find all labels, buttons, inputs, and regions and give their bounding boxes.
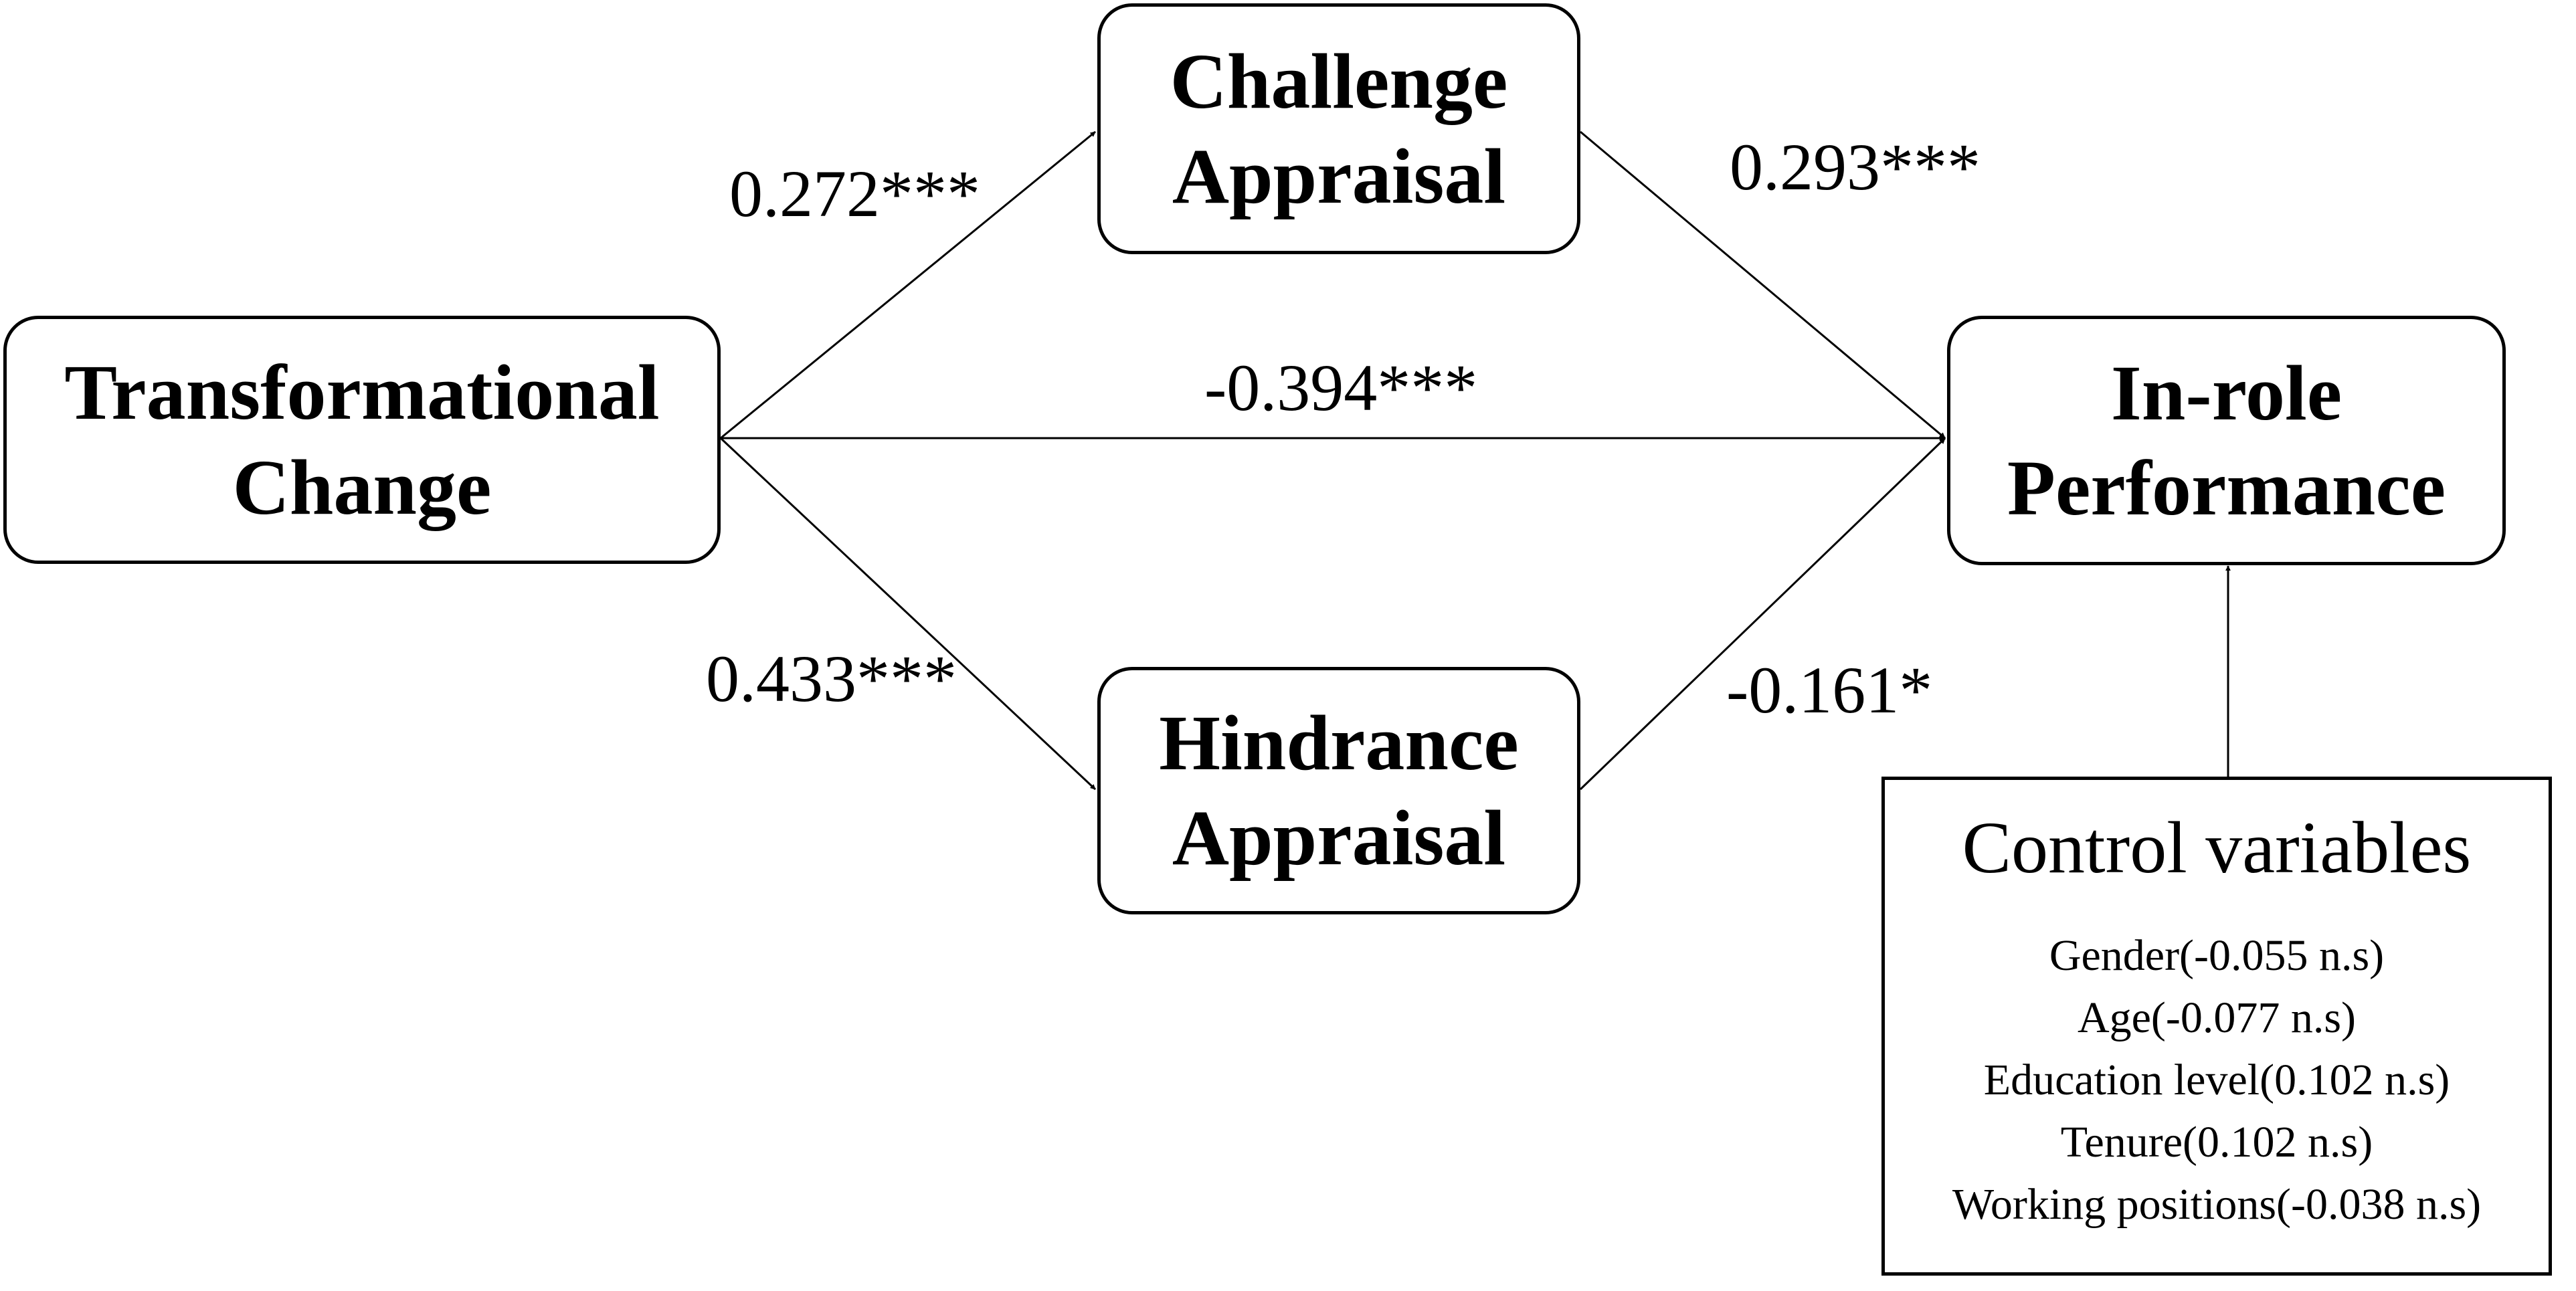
control-item: Tenure(0.102 n.s) <box>2060 1118 2373 1167</box>
coef-tc-to-performance: -0.394*** <box>1204 351 1478 425</box>
node-hindrance-appraisal-line1: Hindrance <box>1159 699 1519 787</box>
arrow-hindrance-to-performance <box>1579 437 1946 791</box>
arrow-tc-to-hindrance <box>719 437 1097 791</box>
arrow-challenge-to-performance <box>1580 130 1946 439</box>
node-in-role-performance-line2: Performance <box>2007 443 2446 532</box>
node-transformational-change: Transformational Change <box>3 316 721 564</box>
control-item: Working positions(-0.038 n.s) <box>1952 1180 2482 1229</box>
arrow-tc-to-challenge <box>720 130 1096 439</box>
node-in-role-performance: In-role Performance <box>1947 316 2506 565</box>
control-item: Education level(0.102 n.s) <box>1983 1056 2450 1104</box>
coef-tc-to-hindrance: 0.433*** <box>706 641 957 716</box>
control-variables-list: Gender(-0.055 n.s) Age(-0.077 n.s) Educa… <box>1885 924 2549 1235</box>
node-challenge-appraisal-line1: Challenge <box>1170 37 1508 125</box>
node-transformational-change-line1: Transformational <box>64 348 660 436</box>
control-item: Gender(-0.055 n.s) <box>2049 931 2385 980</box>
control-item: Age(-0.077 n.s) <box>2077 993 2357 1042</box>
coef-challenge-to-performance: 0.293*** <box>1730 130 1981 204</box>
coef-hindrance-to-performance: -0.161* <box>1726 653 1933 727</box>
control-variables-box: Control variables Gender(-0.055 n.s) Age… <box>1881 777 2552 1276</box>
coef-tc-to-challenge: 0.272*** <box>729 157 980 231</box>
node-hindrance-appraisal-line2: Appraisal <box>1172 794 1506 882</box>
control-variables-title: Control variables <box>1962 807 2472 888</box>
node-challenge-appraisal-line2: Appraisal <box>1172 132 1506 220</box>
node-challenge-appraisal: Challenge Appraisal <box>1097 3 1580 254</box>
node-transformational-change-line2: Change <box>232 443 492 531</box>
node-hindrance-appraisal: Hindrance Appraisal <box>1097 667 1580 914</box>
node-in-role-performance-line1: In-role <box>2110 349 2342 437</box>
